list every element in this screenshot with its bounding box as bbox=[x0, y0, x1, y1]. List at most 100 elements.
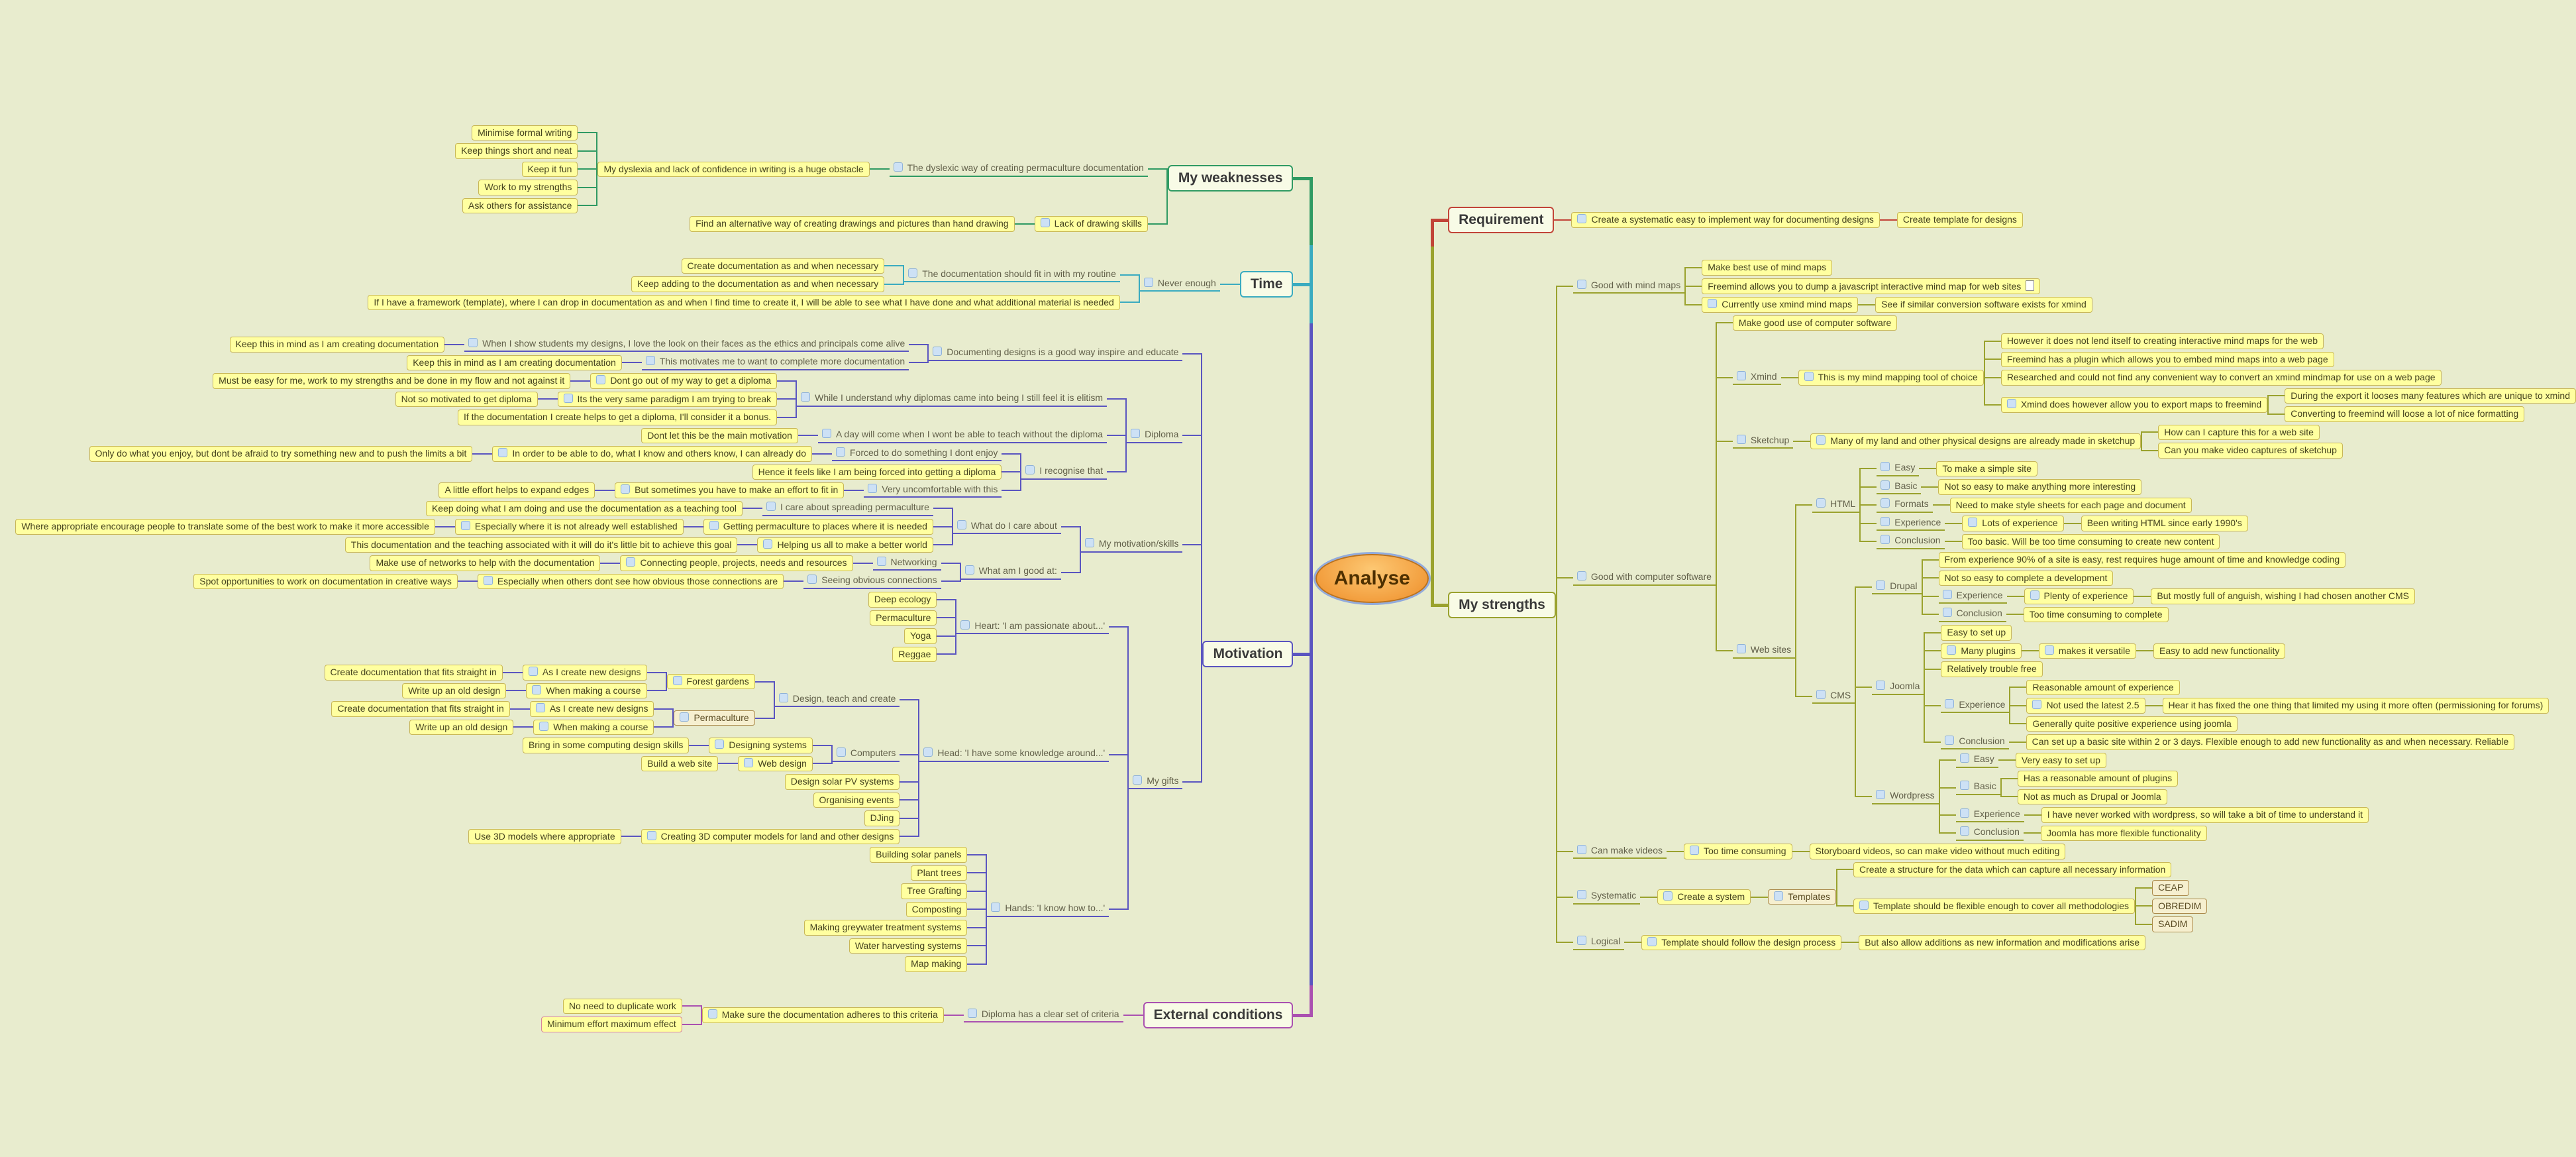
topic-reasonable-amount-of-experience[interactable]: Reasonable amount of experience bbox=[2026, 679, 2180, 696]
topic-make-good-use-of-computer-software[interactable]: Make good use of computer software bbox=[1732, 315, 1898, 331]
topic-the-dyslexic-way-of-creating-permacultur[interactable]: The dyslexic way of creating permacultur… bbox=[889, 162, 1148, 177]
topic-make-use-of-networks-to-help-with-the-do[interactable]: Make use of networks to help with the do… bbox=[370, 555, 601, 571]
topic-never-enough[interactable]: Never enough bbox=[1139, 277, 1220, 292]
branch-label-time[interactable]: Time bbox=[1239, 270, 1294, 298]
topic-i-recognise-that[interactable]: I recognise that bbox=[1021, 465, 1108, 480]
topic-this-motivates-me-to-want-to-complete-mo[interactable]: This motivates me to want to complete mo… bbox=[641, 355, 909, 370]
topic-keep-this-in-mind-as-i-am-creating-docum[interactable]: Keep this in mind as I am creating docum… bbox=[229, 337, 445, 353]
topic-create-documentation-that-fits-straight-[interactable]: Create documentation that fits straight … bbox=[331, 701, 510, 717]
topic-its-the-very-same-paradigm-i-am-trying-t[interactable]: Its the very same paradigm I am trying t… bbox=[557, 391, 778, 407]
topic-create-a-systematic-easy-to-implement-wa[interactable]: Create a systematic easy to implement wa… bbox=[1571, 212, 1880, 228]
topic-seeing-obvious-connections[interactable]: Seeing obvious connections bbox=[803, 574, 941, 589]
topic-heart-i-am-passionate-about[interactable]: Heart: 'I am passionate about...' bbox=[956, 620, 1109, 635]
topic-while-i-understand-why-diplomas-came-int[interactable]: While I understand why diplomas came int… bbox=[797, 392, 1108, 407]
topic-keep-adding-to-the-documentation-as-and-[interactable]: Keep adding to the documentation as and … bbox=[631, 276, 885, 292]
topic-getting-permaculture-to-places-where-it-[interactable]: Getting permaculture to places where it … bbox=[703, 519, 933, 535]
topic-permaculture[interactable]: Permaculture bbox=[870, 610, 937, 626]
topic-only-do-what-you-enjoy-but-dont-be-afrai[interactable]: Only do what you enjoy, but dont be afra… bbox=[89, 446, 473, 462]
topic-conclusion[interactable]: Conclusion bbox=[1877, 534, 1945, 549]
topic-not-so-easy-to-complete-a-development[interactable]: Not so easy to complete a development bbox=[1938, 570, 2114, 586]
topic-keep-this-in-mind-as-i-am-creating-docum[interactable]: Keep this in mind as I am creating docum… bbox=[407, 355, 622, 370]
topic-if-i-have-a-framework-template-where-i-c[interactable]: If I have a framework (template), where … bbox=[368, 294, 1120, 310]
topic-ask-others-for-assistance[interactable]: Ask others for assistance bbox=[462, 197, 578, 213]
topic-not-so-motivated-to-get-diploma[interactable]: Not so motivated to get diploma bbox=[395, 391, 538, 407]
topic-diploma-has-a-clear-set-of-criteria[interactable]: Diploma has a clear set of criteria bbox=[963, 1008, 1123, 1023]
topic-during-the-export-it-looses-many-feature[interactable]: During the export it looses many feature… bbox=[2285, 388, 2576, 404]
topic-template-should-follow-the-design-proces[interactable]: Template should follow the design proces… bbox=[1641, 934, 1842, 951]
topic-web-sites[interactable]: Web sites bbox=[1732, 643, 1796, 659]
topic-reggae[interactable]: Reggae bbox=[892, 646, 937, 662]
topic-keep-things-short-and-neat[interactable]: Keep things short and neat bbox=[455, 143, 578, 159]
topic-storyboard-videos-so-can-make-video-with[interactable]: Storyboard videos, so can make video wit… bbox=[1809, 844, 2066, 859]
topic-experience[interactable]: Experience bbox=[1877, 516, 1945, 531]
topic-composting[interactable]: Composting bbox=[905, 901, 968, 917]
topic-i-have-never-worked-with-wordpress-so-wi[interactable]: I have never worked with wordpress, so w… bbox=[2041, 807, 2369, 823]
topic-obredim[interactable]: OBREDIM bbox=[2152, 898, 2208, 914]
topic-converting-to-freemind-will-loose-a-lot-[interactable]: Converting to freemind will loose a lot … bbox=[2285, 406, 2525, 422]
topic-too-basic-will-be-too-time-consuming-to-[interactable]: Too basic. Will be too time consuming to… bbox=[1961, 533, 2220, 550]
topic-i-care-about-spreading-permaculture[interactable]: I care about spreading permaculture bbox=[762, 501, 933, 516]
topic-making-greywater-treatment-systems[interactable]: Making greywater treatment systems bbox=[803, 920, 968, 936]
topic-this-is-my-mind-mapping-tool-of-choice[interactable]: This is my mind mapping tool of choice bbox=[1798, 370, 1984, 386]
topic-researched-and-could-not-find-any-conven[interactable]: Researched and could not find any conven… bbox=[2000, 370, 2442, 386]
topic-map-making[interactable]: Map making bbox=[905, 956, 968, 972]
topic-documenting-designs-is-a-good-way-inspir[interactable]: Documenting designs is a good way inspir… bbox=[929, 346, 1183, 361]
topic-djing[interactable]: DJing bbox=[864, 810, 900, 826]
topic-if-the-documentation-i-create-helps-to-g[interactable]: If the documentation I create helps to g… bbox=[457, 410, 778, 425]
topic-not-so-easy-to-make-anything-more-intere[interactable]: Not so easy to make anything more intere… bbox=[1938, 479, 2142, 495]
topic-creating-3d-computer-models-for-land-and[interactable]: Creating 3D computer models for land and… bbox=[641, 828, 900, 844]
topic-sadim[interactable]: SADIM bbox=[2152, 916, 2194, 932]
topic-sketchup[interactable]: Sketchup bbox=[1732, 434, 1794, 449]
topic-to-make-a-simple-site[interactable]: To make a simple site bbox=[1936, 461, 2037, 477]
topic-create-a-system[interactable]: Create a system bbox=[1657, 889, 1751, 905]
topic-easy[interactable]: Easy bbox=[1877, 461, 1920, 476]
topic-basic[interactable]: Basic bbox=[1955, 780, 2000, 795]
topic-but-sometimes-you-have-to-make-an-effort[interactable]: But sometimes you have to make an effort… bbox=[615, 482, 845, 498]
topic-create-template-for-designs[interactable]: Create template for designs bbox=[1896, 212, 2023, 228]
topic-a-day-will-come-when-i-wont-be-able-to-t[interactable]: A day will come when I wont be able to t… bbox=[817, 428, 1108, 443]
topic-especially-when-others-dont-see-how-obvi[interactable]: Especially when others dont see how obvi… bbox=[477, 573, 784, 589]
topic-must-be-easy-for-me-work-to-my-strengths[interactable]: Must be easy for me, work to my strength… bbox=[213, 373, 571, 389]
topic-too-time-consuming-to-complete[interactable]: Too time consuming to complete bbox=[2023, 606, 2169, 623]
topic-forced-to-do-something-i-dont-enjoy[interactable]: Forced to do something I dont enjoy bbox=[832, 447, 1002, 461]
topic-basic[interactable]: Basic bbox=[1877, 480, 1922, 495]
topic-freemind-has-a-plugin-which-allows-you-t[interactable]: Freemind has a plugin which allows you t… bbox=[2000, 351, 2334, 368]
topic-dont-let-this-be-the-main-motivation[interactable]: Dont let this be the main motivation bbox=[641, 427, 798, 443]
topic-dont-go-out-of-my-way-to-get-a-diploma[interactable]: Dont go out of my way to get a diploma bbox=[590, 373, 778, 389]
topic-lots-of-experience[interactable]: Lots of experience bbox=[1962, 516, 2064, 531]
topic-diploma[interactable]: Diploma bbox=[1127, 428, 1183, 443]
topic-permaculture[interactable]: Permaculture bbox=[674, 710, 755, 726]
topic-makes-it-versatile[interactable]: makes it versatile bbox=[2038, 643, 2137, 659]
topic-joomla[interactable]: Joomla bbox=[1872, 680, 1924, 695]
topic-tree-grafting[interactable]: Tree Grafting bbox=[901, 883, 968, 899]
topic-my-dyslexia-and-lack-of-confidence-in-wr[interactable]: My dyslexia and lack of confidence in wr… bbox=[597, 161, 870, 177]
topic-what-am-i-good-at[interactable]: What am I good at: bbox=[960, 565, 1061, 580]
topic-can-set-up-a-basic-site-within-2-or-3-da[interactable]: Can set up a basic site within 2 or 3 da… bbox=[2026, 734, 2515, 750]
topic-many-of-my-land-and-other-physical-desig[interactable]: Many of my land and other physical desig… bbox=[1810, 433, 2141, 449]
topic-experience[interactable]: Experience bbox=[1955, 808, 2024, 823]
topic-yoga[interactable]: Yoga bbox=[904, 628, 937, 644]
topic-write-up-an-old-design[interactable]: Write up an old design bbox=[402, 683, 507, 698]
topic-good-with-computer-software[interactable]: Good with computer software bbox=[1572, 571, 1716, 586]
topic-generally-quite-positive-experience-usin[interactable]: Generally quite positive experience usin… bbox=[2026, 716, 2238, 732]
topic-joomla-has-more-flexible-functionality[interactable]: Joomla has more flexible functionality bbox=[2040, 825, 2207, 842]
topic-plant-trees[interactable]: Plant trees bbox=[911, 865, 968, 881]
branch-label-my-strengths[interactable]: My strengths bbox=[1448, 592, 1556, 619]
topic-head-i-have-some-knowledge-around[interactable]: Head: 'I have some knowledge around...' bbox=[919, 747, 1109, 762]
topic-especially-where-it-is-not-already-well-[interactable]: Especially where it is not already well … bbox=[454, 519, 684, 535]
topic-xmind[interactable]: Xmind bbox=[1732, 370, 1781, 386]
topic-can-make-videos[interactable]: Can make videos bbox=[1572, 844, 1667, 859]
topic-my-motivation-skills[interactable]: My motivation/skills bbox=[1080, 537, 1183, 553]
topic-templates[interactable]: Templates bbox=[1768, 889, 1837, 905]
topic-no-need-to-duplicate-work[interactable]: No need to duplicate work bbox=[562, 998, 682, 1014]
topic-networking[interactable]: Networking bbox=[872, 556, 941, 571]
topic-work-to-my-strengths[interactable]: Work to my strengths bbox=[478, 180, 578, 195]
topic-when-i-show-students-my-designs-i-love-t[interactable]: When I show students my designs, I love … bbox=[464, 337, 909, 352]
topic-has-a-reasonable-amount-of-plugins[interactable]: Has a reasonable amount of plugins bbox=[2017, 771, 2179, 787]
topic-make-sure-the-documentation-adheres-to-t[interactable]: Make sure the documentation adheres to t… bbox=[701, 1007, 944, 1023]
topic-easy[interactable]: Easy bbox=[1955, 753, 1998, 768]
branch-label-requirement[interactable]: Requirement bbox=[1448, 206, 1555, 234]
topic-html[interactable]: HTML bbox=[1812, 498, 1860, 513]
topic-however-it-does-not-lend-itself-to-creat[interactable]: However it does not lend itself to creat… bbox=[2000, 333, 2324, 349]
topic-plenty-of-experience[interactable]: Plenty of experience bbox=[2024, 588, 2134, 604]
